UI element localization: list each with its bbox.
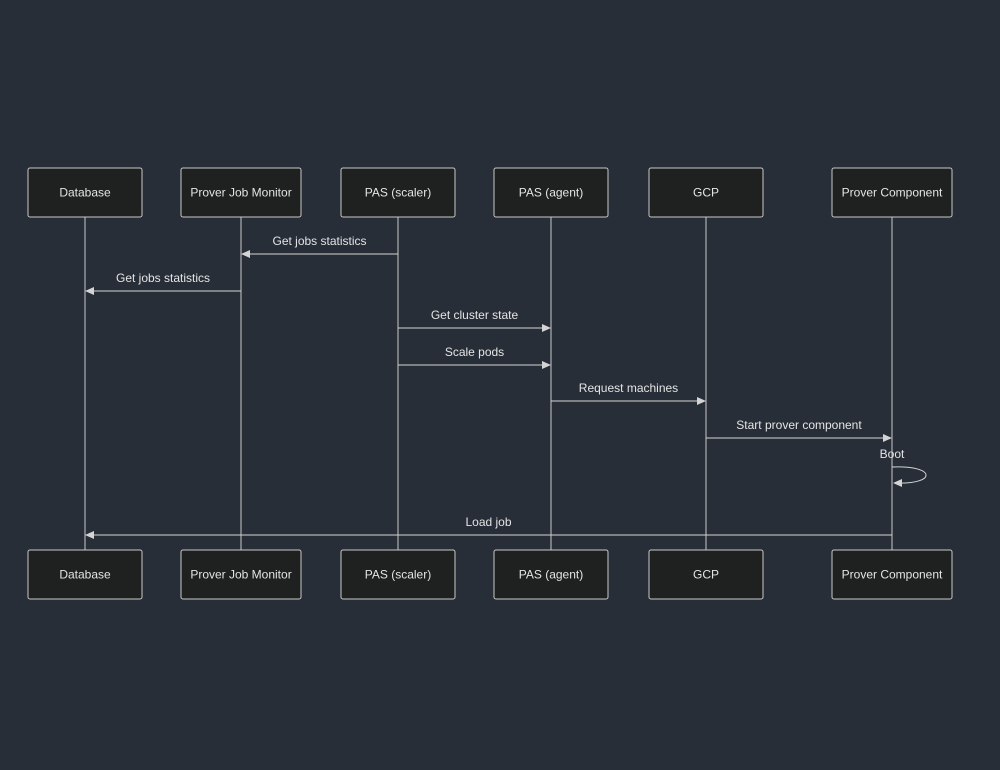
participant-agent-bottom: PAS (agent) <box>493 549 609 600</box>
message-label: Scale pods <box>445 345 504 359</box>
participant-label: PAS (agent) <box>519 186 583 200</box>
participant-box <box>831 549 953 600</box>
arrowhead <box>85 287 94 295</box>
participant-gcp-top: GCP <box>648 167 764 218</box>
message-1: Get jobs statistics <box>241 234 398 258</box>
participant-label: Database <box>59 186 111 200</box>
message-label: Get cluster state <box>431 308 519 322</box>
participant-label: Prover Component <box>842 186 943 200</box>
message-label: Boot <box>880 447 905 461</box>
message-label: Load job <box>465 515 511 529</box>
message-label: Get jobs statistics <box>272 234 366 248</box>
participant-label: Prover Component <box>842 568 943 582</box>
participant-box <box>27 167 143 218</box>
participant-box <box>180 167 302 218</box>
arrowhead <box>542 361 551 369</box>
lifelines <box>84 217 893 550</box>
message-label: Request machines <box>579 381 678 395</box>
participant-box <box>340 167 456 218</box>
participant-label: PAS (scaler) <box>365 568 431 582</box>
participant-box <box>493 167 609 218</box>
participant-label: GCP <box>693 568 719 582</box>
arrowhead <box>697 397 706 405</box>
participant-box <box>648 549 764 600</box>
message-6: Start prover component <box>706 418 892 442</box>
participant-box <box>648 167 764 218</box>
arrowhead <box>241 250 250 258</box>
participant-scaler-bottom: PAS (scaler) <box>340 549 456 600</box>
message-line <box>891 466 927 484</box>
participant-pjm-bottom: Prover Job Monitor <box>180 549 302 600</box>
participant-box <box>27 549 143 600</box>
participant-box <box>180 549 302 600</box>
arrowhead <box>883 434 892 442</box>
participant-box <box>340 549 456 600</box>
participant-label: Database <box>59 568 111 582</box>
arrowhead <box>893 479 902 487</box>
participant-gcp-bottom: GCP <box>648 549 764 600</box>
participants-bottom: Database Prover Job Monitor PAS (scaler) PA… <box>27 549 953 600</box>
participant-label: PAS (scaler) <box>365 186 431 200</box>
participant-pc-top: Prover Component <box>831 167 953 218</box>
arrowhead <box>85 531 94 539</box>
participant-label: PAS (agent) <box>519 568 583 582</box>
message-7: Boot <box>880 447 927 487</box>
message-5: Request machines <box>551 381 706 405</box>
participant-box <box>493 549 609 600</box>
participant-pc-bottom: Prover Component <box>831 549 953 600</box>
participant-label: GCP <box>693 186 719 200</box>
participant-db-top: Database <box>27 167 143 218</box>
message-4: Scale pods <box>398 345 551 369</box>
message-3: Get cluster state <box>398 308 551 332</box>
participant-scaler-top: PAS (scaler) <box>340 167 456 218</box>
arrowhead <box>542 324 551 332</box>
message-2: Get jobs statistics <box>85 271 241 295</box>
message-label: Get jobs statistics <box>116 271 210 285</box>
participants-top: Database Prover Job Monitor PAS (scaler) PA… <box>27 167 953 218</box>
participant-pjm-top: Prover Job Monitor <box>180 167 302 218</box>
participant-label: Prover Job Monitor <box>190 186 291 200</box>
participant-label: Prover Job Monitor <box>190 568 291 582</box>
message-label: Start prover component <box>736 418 862 432</box>
participant-db-bottom: Database <box>27 549 143 600</box>
participant-box <box>831 167 953 218</box>
participant-agent-top: PAS (agent) <box>493 167 609 218</box>
message-8: Load job <box>85 515 892 539</box>
